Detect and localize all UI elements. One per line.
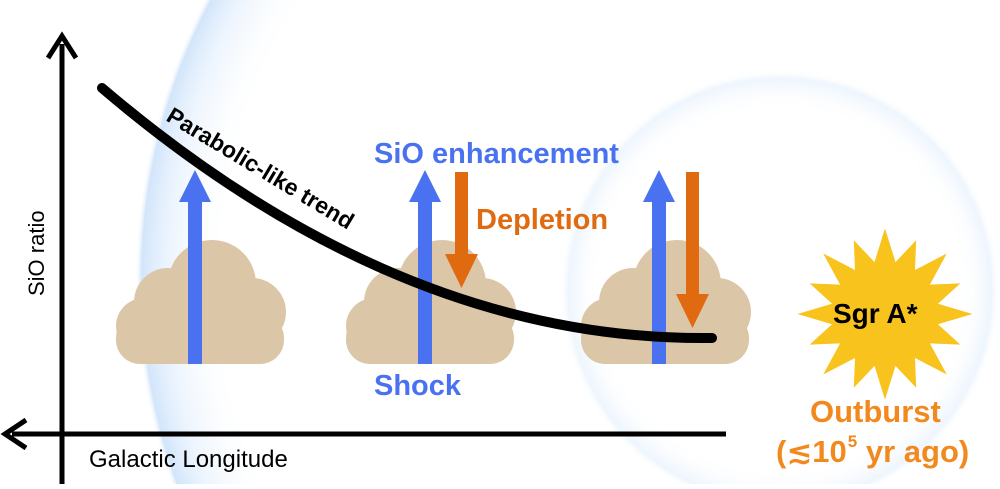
x-axis [0,417,726,451]
outburst-label: Outburst [810,394,941,429]
outburst-time-label: (≲105 yr ago) [776,432,969,470]
x-axis-label: Galactic Longitude [89,446,288,473]
y-axis-label: SiO ratio [24,210,49,296]
outburst-time-exponent: 5 [847,432,858,451]
shock-arrow-3-icon [643,170,675,364]
enhancement-label: SiO enhancement [374,138,619,170]
depletion-arrows [445,172,709,328]
outburst-time-suffix: yr ago) [857,434,970,469]
shock-arrow-1-icon [179,170,211,364]
sgr-a-star-label: Sgr A* [833,298,918,329]
y-axis [45,31,79,484]
depletion-label: Depletion [476,204,609,236]
parabolic-trend-curve [97,83,717,344]
sgr-a-star-burst-icon [797,228,973,400]
outburst-time-prefix: (≲10 [776,434,847,469]
depletion-arrow-1-icon [445,172,478,288]
shock-label: Shock [374,370,462,402]
depletion-arrow-2-icon [676,172,709,328]
